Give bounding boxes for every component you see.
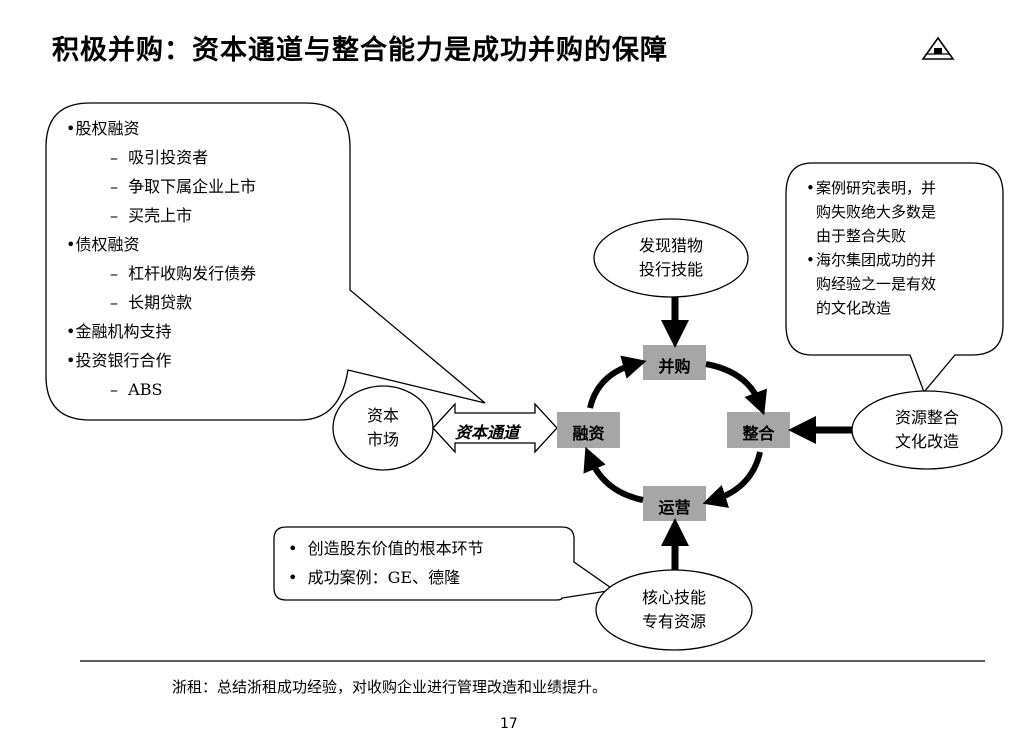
list-item: – 买壳上市 (110, 206, 193, 225)
footer-note: 浙租：总结浙租成功经验，对收购企业进行管理改造和业绩提升。 (172, 678, 608, 696)
finance-node-label: 融资 (572, 424, 605, 443)
merge-node (643, 345, 706, 380)
list-item: – 长期贷款 (110, 293, 193, 312)
integrate-node (727, 412, 790, 448)
list-item: •金融机构支持 (66, 322, 172, 341)
list-item: •投资银行合作 (66, 351, 172, 370)
list-item: – 吸引投资者 (110, 148, 209, 167)
right-callout-text: • 案例研究表明，并购失败绝大多数是由于整合失败 • 海尔集团成功的并购经验之一… (806, 176, 936, 320)
capital-market-label: 资本市场 (366, 406, 399, 449)
list-item: • 海尔集团成功的并购经验之一是有效的文化改造 (806, 251, 937, 317)
merge-node-label: 并购 (658, 357, 691, 376)
discover-ellipse (593, 218, 749, 298)
capital-channel-label: 资本通道 (455, 423, 520, 442)
right-callout-box (785, 162, 1004, 394)
left-callout-text: •股权融资 – 吸引投资者 – 争取下属企业上市 – 买壳上市 •债权融资 – … (66, 114, 256, 404)
operate-node-label: 运营 (658, 498, 691, 517)
list-item: •股权融资 (66, 119, 140, 138)
bottom-callout-box (273, 526, 616, 601)
core-label: 核心技能专有资源 (641, 588, 706, 631)
integrate-node-label: 整合 (742, 424, 775, 443)
page-title: 积极并购：资本通道与整合能力是成功并购的保障 (52, 35, 668, 66)
discover-label: 发现猎物投行技能 (638, 236, 703, 279)
cycle-arrow-operate-finance (583, 446, 644, 503)
list-item: – ABS (110, 380, 163, 399)
cycle-arrow-finance-merge (587, 355, 647, 409)
operate-node (643, 486, 706, 521)
list-item: – 争取下属企业上市 (110, 177, 257, 196)
cycle-arrow-integrate-operate (702, 451, 763, 508)
list-item: •债权融资 (66, 235, 140, 254)
left-callout-box (45, 102, 486, 421)
cycle-arrow-merge-integrate (705, 361, 768, 416)
list-item: • 案例研究表明，并购失败绝大多数是由于整合失败 (806, 179, 937, 245)
triangle-logo-icon (921, 36, 955, 60)
list-item: • 创造股东价值的根本环节 (288, 539, 484, 558)
page-number: 17 (500, 716, 518, 732)
finance-node (557, 412, 620, 448)
resource-label: 资源整合文化改造 (894, 408, 959, 451)
list-item: – 杠杆收购发行债券 (110, 264, 257, 283)
bottom-callout-text: • 创造股东价值的根本环节 • 成功案例：GE、德隆 (288, 534, 484, 592)
list-item: • 成功案例：GE、德隆 (288, 568, 461, 587)
